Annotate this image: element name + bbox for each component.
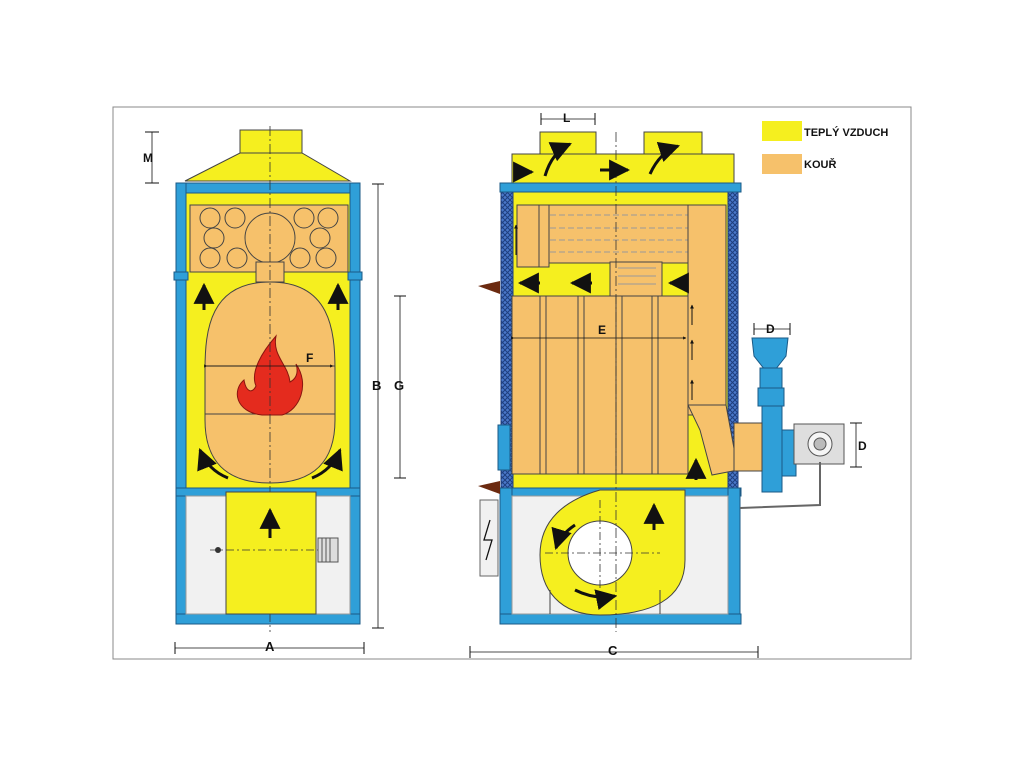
flow-arrow-icon	[193, 282, 349, 538]
side-view: E	[469, 111, 867, 658]
side-combustion-chamber	[511, 295, 689, 475]
front-frame-right	[349, 182, 361, 624]
dim-label-e: E	[598, 323, 606, 337]
dim-label-d-top: D	[766, 322, 775, 336]
dim-label-g: G	[394, 378, 404, 393]
legend: TEPLÝ VZDUCH KOUŘ	[762, 121, 888, 174]
legend-swatch-warm-air	[762, 121, 802, 141]
front-hood	[184, 152, 352, 182]
dim-label-l: L	[563, 111, 570, 125]
legend-label-smoke: KOUŘ	[804, 158, 836, 171]
fan-icon	[317, 537, 339, 563]
front-frame-left	[175, 182, 187, 624]
side-flue-duct	[687, 204, 727, 416]
legend-label-warm-air: TEPLÝ VZDUCH	[804, 126, 888, 139]
side-frame-bottom	[499, 613, 742, 625]
dim-label-c: C	[608, 643, 618, 658]
exchanger-tubes	[199, 207, 339, 269]
side-frame-right-low	[727, 487, 741, 625]
side-frame-top	[499, 182, 742, 193]
side-frame-left-low	[499, 487, 513, 625]
dim-label-a: A	[265, 639, 275, 654]
flow-arrow-icon	[513, 142, 707, 610]
legend-swatch-smoke	[762, 154, 802, 174]
front-frame-top	[175, 182, 361, 194]
dim-label-b: B	[372, 378, 381, 393]
dim-label-m: M	[143, 151, 153, 165]
diagram-border	[112, 106, 912, 660]
lightning-icon	[483, 519, 493, 561]
burner-icon	[733, 337, 845, 509]
dim-label-f: F	[306, 351, 313, 365]
front-chimney	[239, 129, 303, 156]
front-frame-bottom	[175, 613, 361, 625]
front-view: F M B G A	[143, 126, 406, 654]
dim-label-d-side: D	[858, 439, 867, 453]
